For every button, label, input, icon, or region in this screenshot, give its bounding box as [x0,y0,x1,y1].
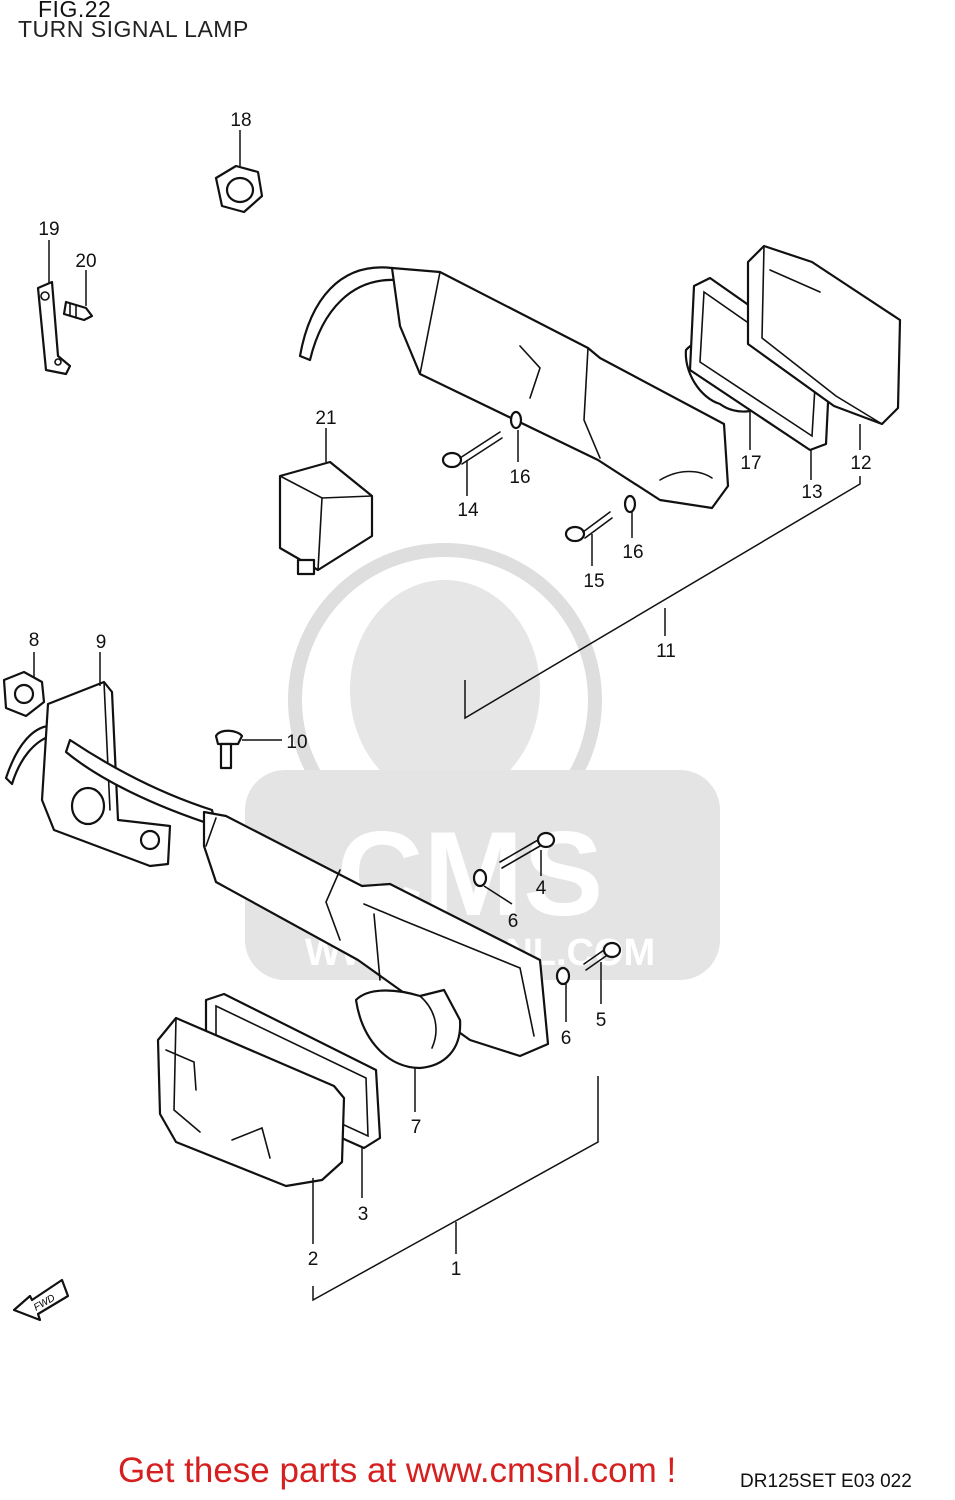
part-washer-16a [509,410,523,430]
callout-16a: 16 [509,467,530,488]
part-lens-2 [156,1016,346,1188]
part-screw-5 [583,941,622,971]
callout-11: 11 [656,641,676,662]
callout-2: 2 [308,1249,319,1270]
callout-6b: 6 [561,1028,572,1049]
diagram-code: DR125SET E03 022 [740,1471,912,1492]
callout-21: 21 [315,408,336,429]
promo-link[interactable]: Get these parts at www.cmsnl.com ! [118,1451,677,1490]
part-washer-6a [472,868,488,888]
figure-title: TURN SIGNAL LAMP [18,16,249,42]
fwd-arrow-icon: FWD [12,1278,70,1322]
callout-16b: 16 [622,542,643,563]
callout-7: 7 [411,1117,422,1138]
callout-4: 4 [536,878,547,899]
callout-15: 15 [583,571,604,592]
callout-19: 19 [38,219,59,240]
callout-5: 5 [596,1010,607,1031]
part-bracket-19 [36,280,72,376]
part-front-signal-housing-1 [64,738,550,1058]
part-nut-8 [2,670,46,718]
part-relay-21 [278,460,374,576]
part-bulb-7 [354,988,462,1070]
callout-3: 3 [358,1204,369,1225]
callout-14: 14 [457,500,479,521]
part-screw-14 [441,431,503,469]
part-rear-signal-housing-11 [298,266,730,510]
callout-9: 9 [96,632,107,653]
part-screw-20 [62,300,94,322]
part-washer-6b [555,966,571,986]
part-lens-12 [746,244,902,426]
part-screw-15 [564,511,613,543]
callout-17: 17 [740,453,761,474]
callout-12: 12 [850,453,871,474]
callout-18: 18 [230,110,251,131]
callout-labels: 1 2 3 4 5 6 6 7 8 9 10 11 12 13 14 15 16… [29,110,872,1280]
callout-13: 13 [801,482,822,503]
callout-10: 10 [286,732,307,753]
callout-20: 20 [75,251,96,272]
part-screw-10 [214,729,244,770]
callout-6a: 6 [508,911,519,932]
callout-1: 1 [451,1259,462,1280]
part-grommet-18 [214,164,264,214]
part-screw-4 [499,831,556,869]
part-washer-16b [623,494,637,514]
callout-8: 8 [29,630,40,651]
figure-number: FIG.22 [38,0,112,22]
